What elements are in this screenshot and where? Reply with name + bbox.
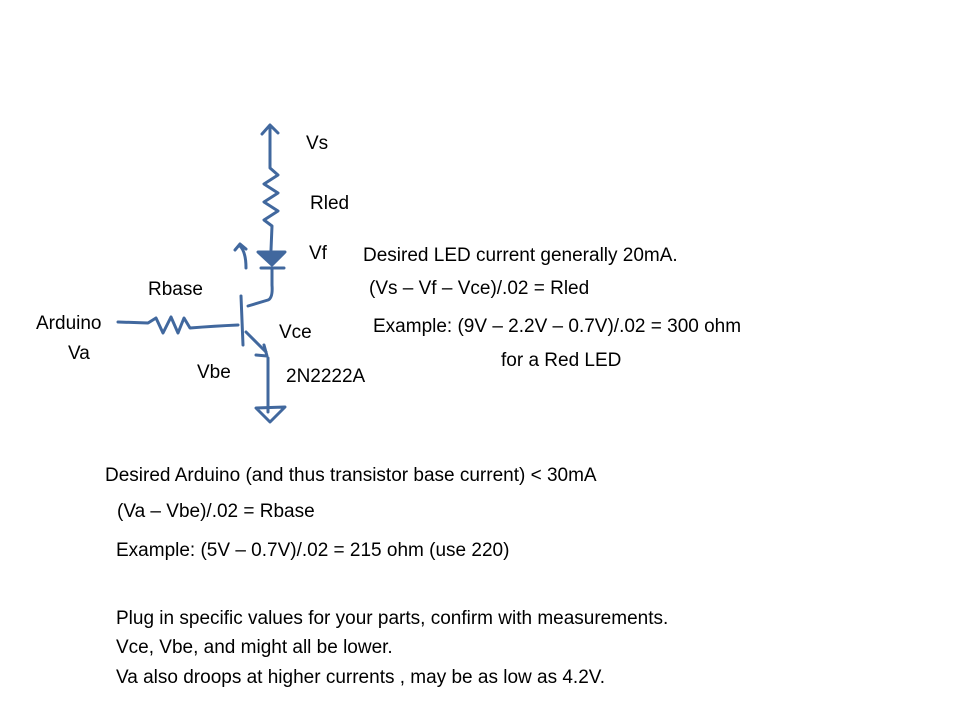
- base-note-current: Desired Arduino (and thus transistor bas…: [105, 465, 597, 486]
- label-transistor: 2N2222A: [286, 366, 366, 387]
- led-note-formula: (Vs – Vf – Vce)/.02 = Rled: [369, 278, 590, 299]
- label-vbe: Vbe: [197, 362, 231, 383]
- led-note-red: for a Red LED: [501, 350, 622, 371]
- footer-note-3: Va also droops at higher currents , may …: [116, 667, 605, 688]
- label-rbase: Rbase: [148, 279, 203, 300]
- label-vs: Vs: [306, 133, 329, 154]
- footer-note-1: Plug in specific values for your parts, …: [116, 608, 669, 629]
- label-rled: Rled: [310, 193, 350, 214]
- led-note-current: Desired LED current generally 20mA.: [363, 245, 678, 266]
- label-vce: Vce: [279, 322, 312, 343]
- led-resistor: [262, 158, 280, 252]
- led-symbol: [246, 250, 287, 308]
- label-va: Va: [68, 343, 90, 364]
- transistor-2n2222a: [239, 294, 270, 414]
- ground-icon: [254, 405, 287, 424]
- light-emission-arrow-icon: [233, 242, 248, 270]
- label-vf: Vf: [309, 243, 327, 264]
- supply-arrow-icon: [260, 123, 280, 162]
- led-note-example: Example: (9V – 2.2V – 0.7V)/.02 = 300 oh…: [373, 316, 742, 337]
- base-note-example: Example: (5V – 0.7V)/.02 = 215 ohm (use …: [116, 540, 510, 561]
- footer-note-2: Vce, Vbe, and might all be lower.: [116, 637, 393, 658]
- base-resistor: [116, 315, 240, 335]
- label-arduino: Arduino: [36, 313, 102, 334]
- base-note-formula: (Va – Vbe)/.02 = Rbase: [117, 501, 315, 522]
